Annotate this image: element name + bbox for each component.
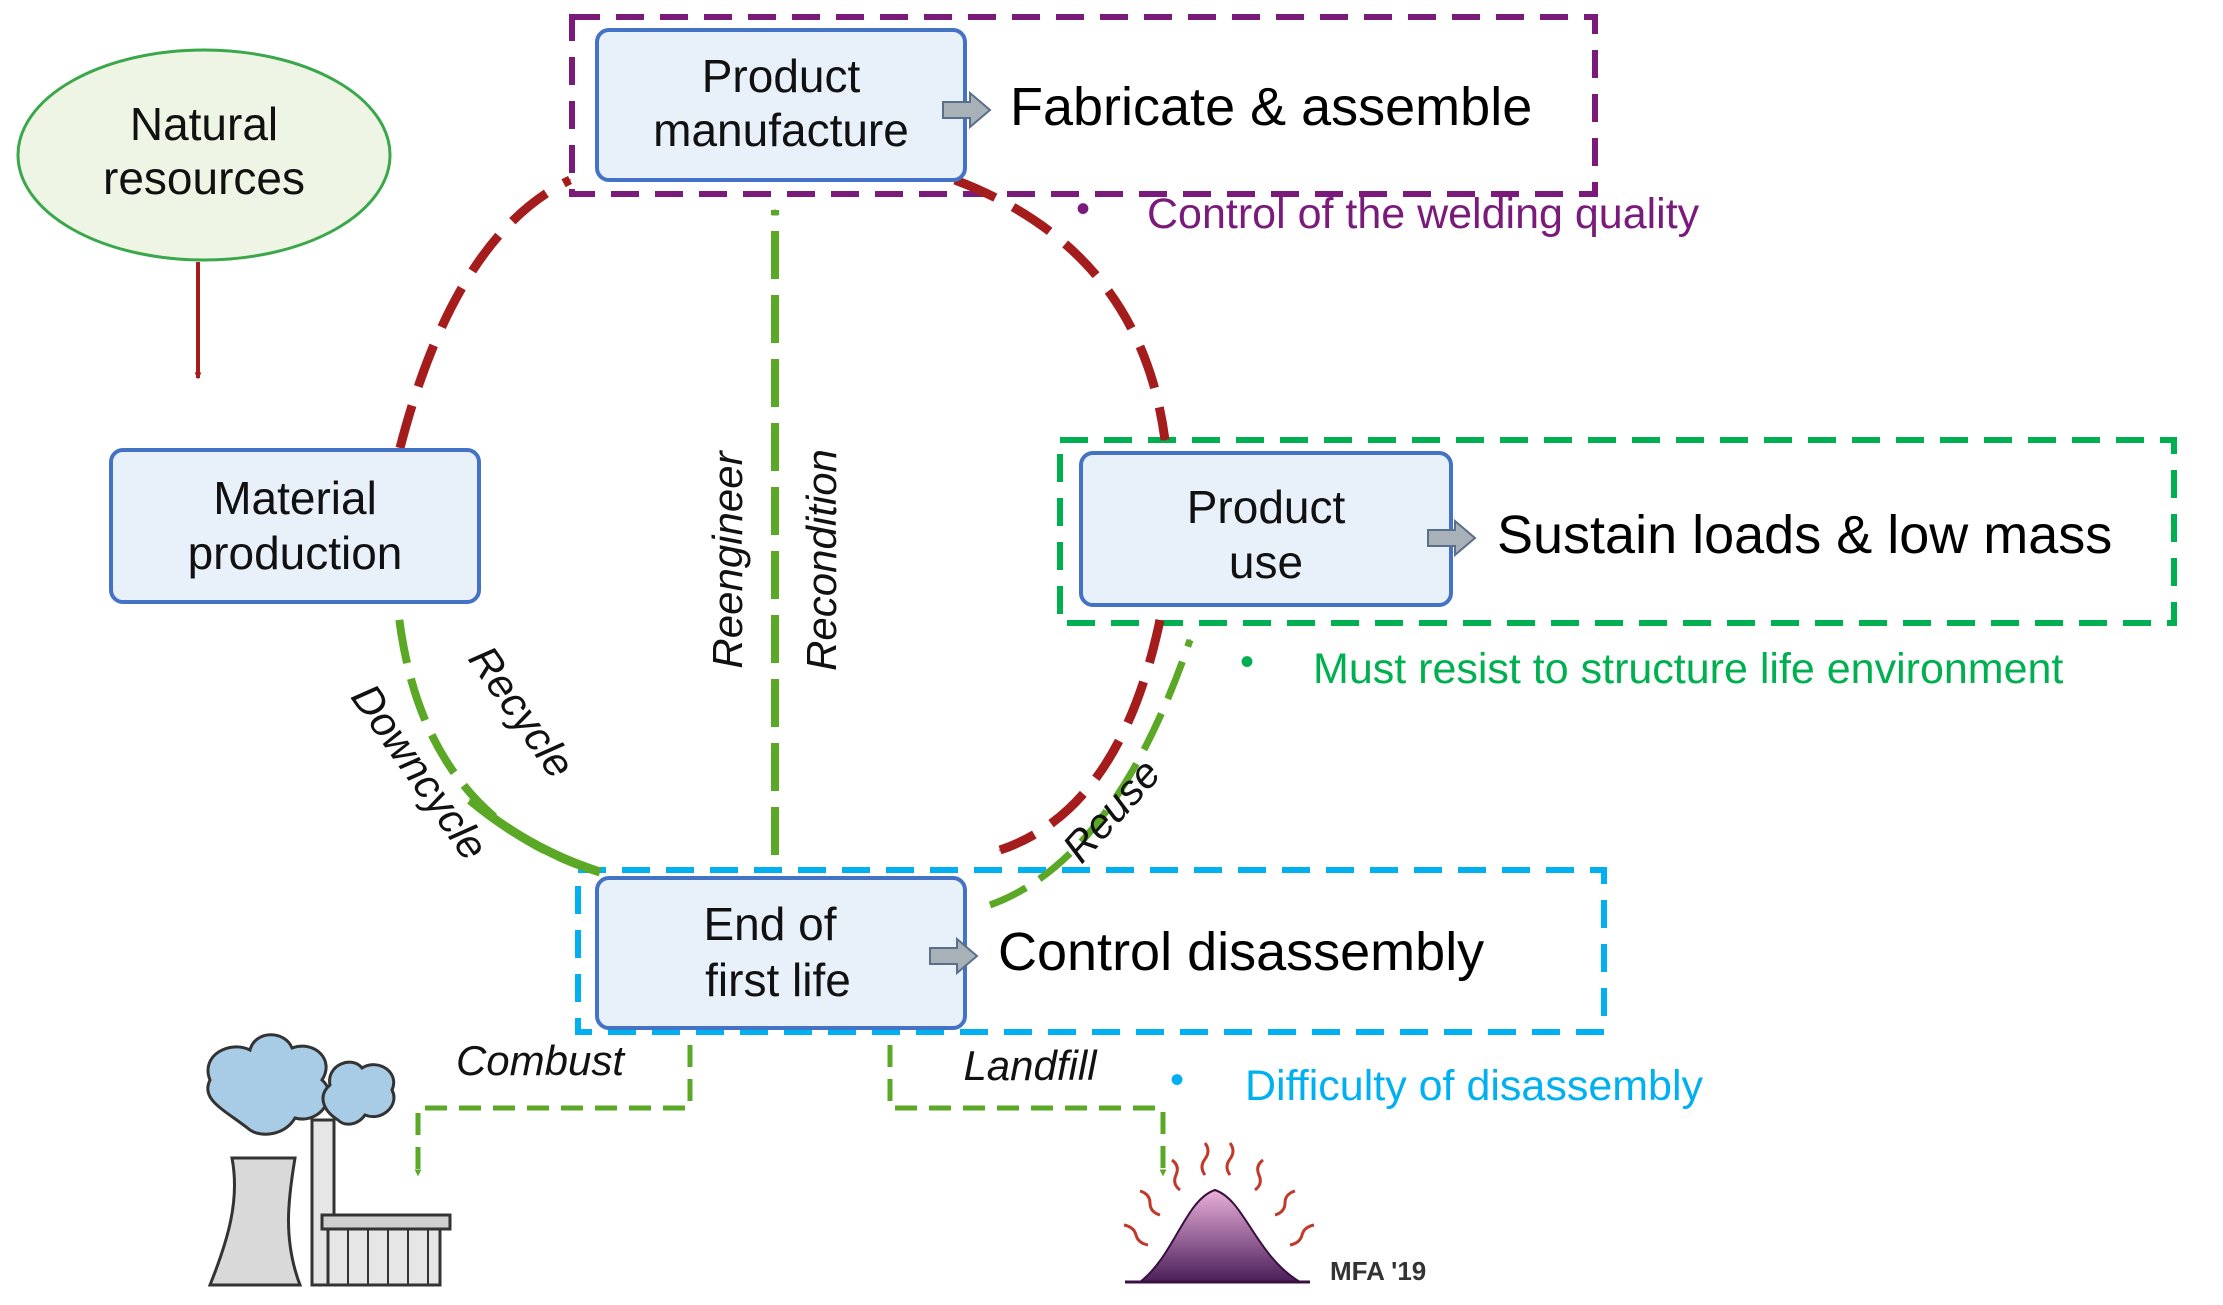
product-manufacture-node: Product manufacture [595, 28, 967, 182]
power-plant-icon [206, 1033, 452, 1287]
end-of-life-note: Difficulty of disassembly [1245, 1062, 1704, 1110]
reengineer-label: Reengineer [704, 449, 751, 668]
flow-material-to-manufacture [395, 175, 572, 450]
material-production-line1: Material [213, 472, 377, 524]
flow-recycle-arrowhead [467, 796, 602, 877]
use-callout-text: Sustain loads & low mass [1497, 505, 2112, 565]
natural-resources-line1: Natural [130, 98, 278, 150]
manufacture-callout-box [569, 14, 1598, 197]
manufacture-note: Control of the welding quality [1147, 190, 1700, 238]
end-of-first-life-line1: End of [704, 898, 837, 950]
recondition-label: Recondition [798, 449, 845, 671]
end-of-first-life-line2: first life [705, 954, 851, 1006]
flow-manufacture-to-use [953, 175, 1170, 442]
use-callout-arrow [1427, 518, 1477, 558]
product-manufacture-line1: Product [702, 50, 861, 102]
end-of-life-callout-arrow [929, 936, 979, 976]
end-of-life-note-bullet: • [1170, 1058, 1184, 1102]
end-of-life-callout-text: Control disassembly [998, 922, 1484, 982]
product-use-line2: use [1229, 536, 1303, 588]
recycle-label: Recycle [460, 637, 584, 786]
product-use-line1: Product [1187, 481, 1346, 533]
manufacture-note-bullet: • [1076, 187, 1090, 231]
use-note: Must resist to structure life environmen… [1313, 645, 2063, 693]
product-use-node: Product use [1079, 451, 1453, 607]
flow-reuse [988, 638, 1194, 909]
flow-recycle [394, 607, 602, 876]
natural-resources-node: Natural resources [16, 48, 392, 262]
manufacture-callout-arrow [942, 90, 992, 130]
use-callout-box [1057, 437, 2177, 626]
product-manufacture-line2: manufacture [653, 104, 909, 156]
landfill-pile-icon [1123, 1142, 1315, 1284]
landfill-label: Landfill [963, 1042, 1098, 1089]
material-production-node: Material production [109, 448, 481, 604]
end-of-life-callout-box [575, 867, 1607, 1035]
use-note-bullet: • [1240, 640, 1254, 684]
material-production-line2: production [188, 527, 403, 579]
flow-use-to-end-of-life [998, 619, 1165, 855]
natural-resources-line2: resources [103, 152, 305, 204]
credit-label: MFA '19 [1330, 1256, 1426, 1286]
end-of-first-life-node: End of first life [595, 876, 967, 1030]
manufacture-callout-text: Fabricate & assemble [1010, 77, 1532, 137]
combust-label: Combust [456, 1037, 626, 1084]
